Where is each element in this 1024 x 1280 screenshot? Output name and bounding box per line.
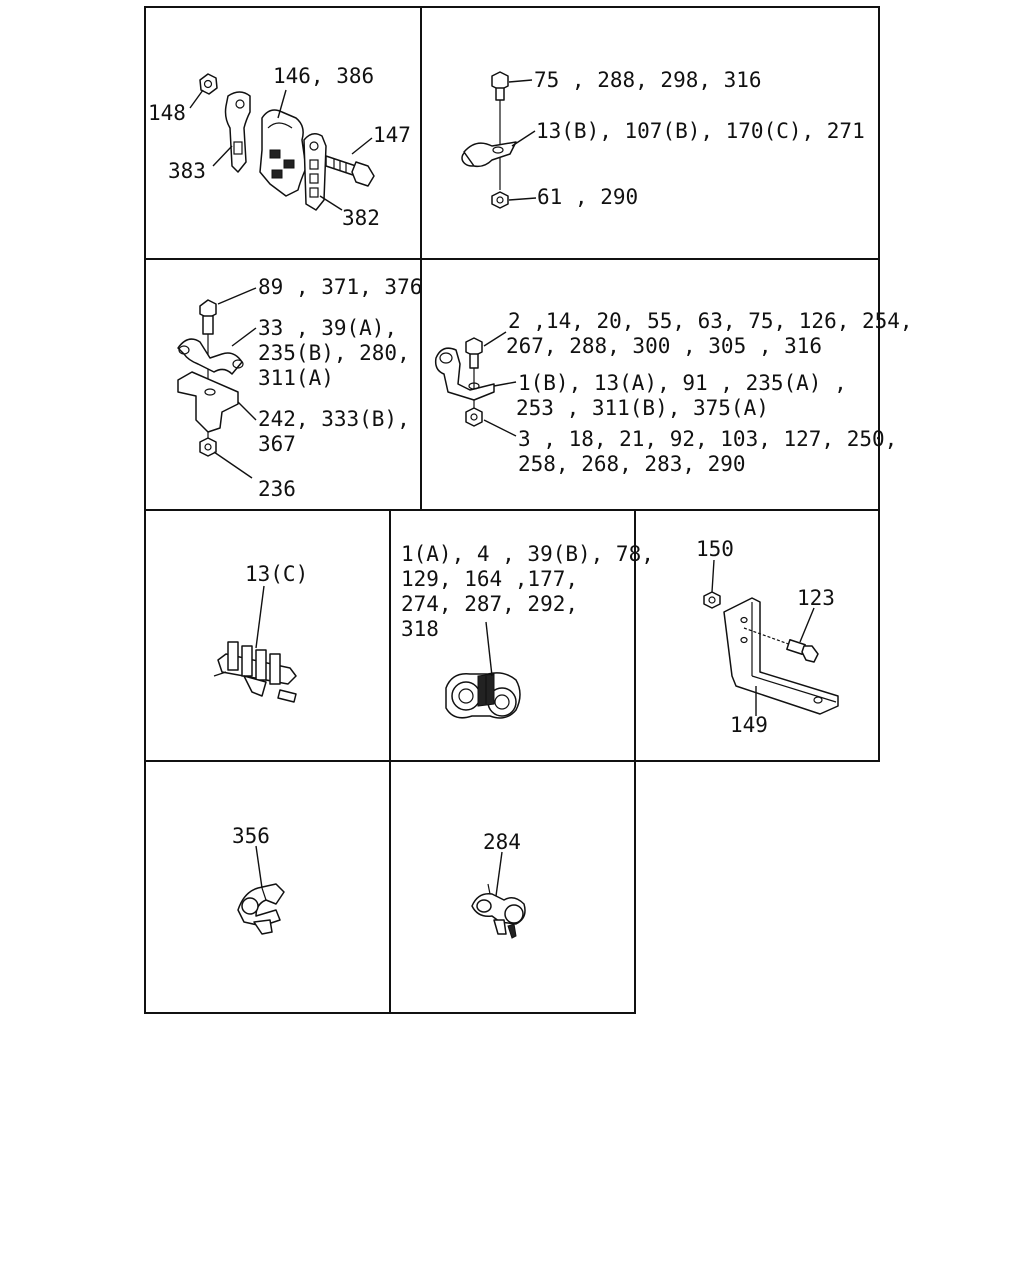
multi-clip-13c-illustration — [213, 641, 297, 703]
panel-4: 2 ,14, 20, 55, 63, 75, 126, 254, 267, 28… — [434, 309, 913, 476]
label-382: 382 — [342, 206, 380, 230]
leader-356 — [255, 845, 263, 889]
panel-1-leaders — [189, 89, 373, 211]
panel-frames — [144, 6, 880, 1014]
p-clip-1b-illustration — [434, 347, 495, 401]
label-267-288-300: 267, 288, 300 , 305 , 316 — [506, 334, 822, 358]
label-123: 123 — [797, 586, 835, 610]
leader-1a — [485, 621, 493, 677]
panel-3-leaders — [213, 287, 257, 479]
label-148: 148 — [148, 101, 186, 125]
panel-3: 89 , 371, 376 33 , 39(A), 235(B), 280, 3… — [177, 275, 422, 501]
label-367: 367 — [258, 432, 296, 456]
panel-9: 284 — [471, 830, 526, 939]
nut-61-illustration — [491, 191, 509, 209]
label-13c: 13(C) — [245, 562, 308, 586]
label-146-386: 146, 386 — [273, 64, 374, 88]
panel-1: 148 146, 386 147 383 382 — [148, 64, 411, 230]
label-318: 318 — [401, 617, 439, 641]
clip-13b-illustration — [461, 141, 517, 168]
label-235b-280: 235(B), 280, — [258, 341, 410, 365]
nut-150-illustration — [703, 591, 721, 609]
label-13b-107b-170c-271: 13(B), 107(B), 170(C), 271 — [536, 119, 865, 143]
l-bracket-149-illustration — [723, 597, 839, 715]
nut-148-illustration — [199, 73, 218, 95]
label-129-164-177: 129, 164 ,177, — [401, 567, 578, 591]
panel-7: 150 123 149 — [696, 537, 839, 737]
bolt-89-illustration — [199, 299, 217, 335]
clamp-half-383-illustration — [224, 91, 251, 173]
leader-284 — [495, 851, 503, 897]
label-75-288-298-316: 75 , 288, 298, 316 — [534, 68, 762, 92]
panel-2-leaders — [508, 79, 537, 201]
label-2-14-20: 2 ,14, 20, 55, 63, 75, 126, 254, — [508, 309, 913, 333]
label-33-39a: 33 , 39(A), — [258, 316, 397, 340]
panel-5: 13(C) — [213, 562, 308, 703]
label-61-290: 61 , 290 — [537, 185, 638, 209]
double-ring-clip-illustration — [445, 672, 521, 719]
panel-8: 356 — [232, 824, 285, 935]
clip-356-illustration — [237, 883, 285, 935]
label-311a: 311(A) — [258, 366, 334, 390]
nut-236-illustration — [199, 437, 217, 457]
label-150: 150 — [696, 537, 734, 561]
label-1b-13a-91: 1(B), 13(A), 91 , 235(A) , — [518, 371, 847, 395]
label-242-333b: 242, 333(B), — [258, 407, 410, 431]
clamp-half-382-illustration — [303, 133, 327, 211]
leader-13c — [255, 585, 265, 649]
bolt-75-illustration — [491, 71, 509, 101]
bolt-147-illustration — [325, 155, 375, 187]
label-258-268-283: 258, 268, 283, 290 — [518, 452, 746, 476]
panel-7-leaders — [711, 559, 815, 716]
panel-2: 75 , 288, 298, 316 13(B), 107(B), 170(C)… — [461, 68, 865, 209]
clip-284-illustration — [471, 883, 526, 939]
clamp-block-146-illustration — [259, 109, 307, 197]
label-149: 149 — [730, 713, 768, 737]
nut-3-illustration — [465, 407, 483, 427]
label-274-287-292: 274, 287, 292, — [401, 592, 578, 616]
label-147: 147 — [373, 123, 411, 147]
clip-33-illustration — [177, 338, 244, 375]
panel-4-leaders — [483, 331, 517, 437]
label-356: 356 — [232, 824, 270, 848]
label-236: 236 — [258, 477, 296, 501]
panel-6: 1(A), 4 , 39(B), 78, 129, 164 ,177, 274,… — [401, 542, 654, 719]
label-89-371-376: 89 , 371, 376 — [258, 275, 422, 299]
label-383: 383 — [168, 159, 206, 183]
label-3-18-21: 3 , 18, 21, 92, 103, 127, 250, — [518, 427, 897, 451]
label-1a-4-39b-78: 1(A), 4 , 39(B), 78, — [401, 542, 654, 566]
label-253-311b-375a: 253 , 311(B), 375(A) — [516, 396, 769, 420]
bracket-242-illustration — [177, 371, 239, 433]
bolt-2-illustration — [465, 337, 483, 369]
label-284: 284 — [483, 830, 521, 854]
bolt-123-illustration — [786, 639, 819, 663]
